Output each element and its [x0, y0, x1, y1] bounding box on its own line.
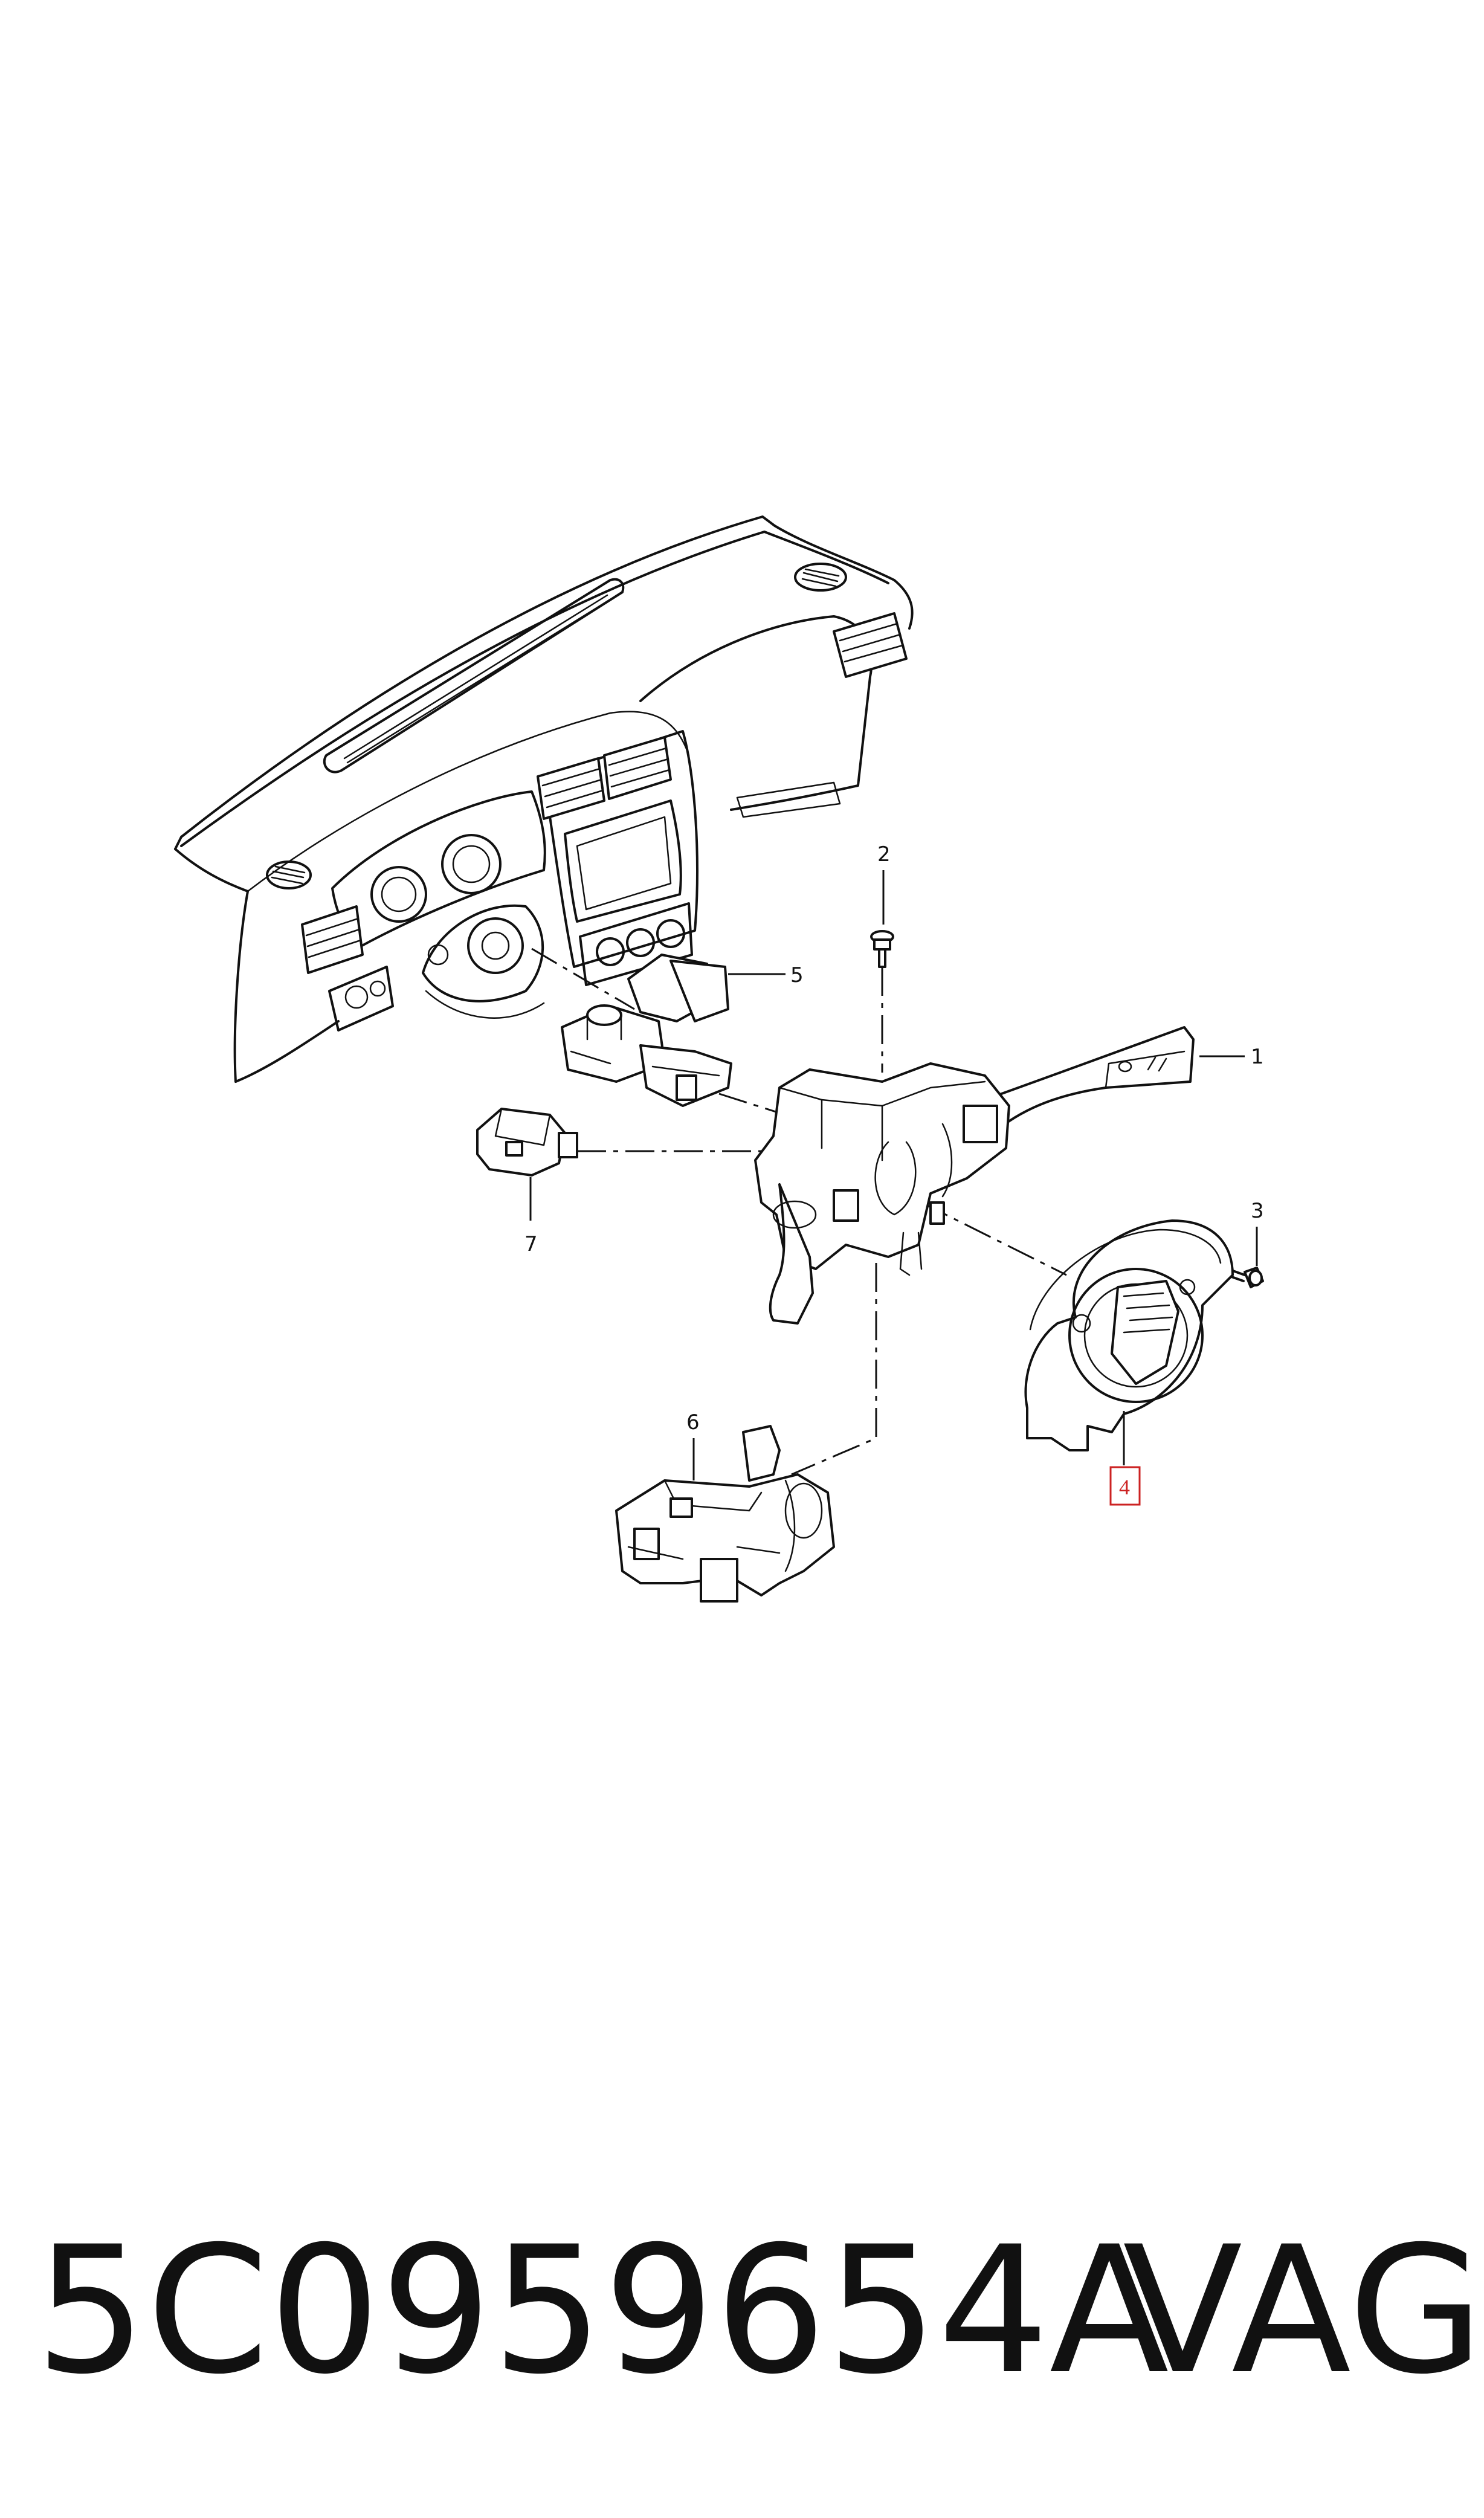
callout-1: 1: [1251, 1045, 1264, 1069]
dashboard-illustration: [174, 515, 914, 1083]
callout-3: 3: [1251, 1199, 1264, 1223]
part-7-switch: [476, 1108, 578, 1177]
callout-6: 6: [686, 1410, 700, 1435]
part-2-screw: [870, 930, 894, 968]
callout-2: 2: [877, 842, 891, 867]
callout-7: 7: [524, 1232, 538, 1256]
callout-4: 4: [1119, 1475, 1130, 1499]
part-number-label: 5C0959654A: [35, 2209, 1169, 2413]
part-1-combination-switch: [754, 1026, 1195, 1325]
part-3-bolt: [1225, 1267, 1264, 1288]
callout-5: 5: [790, 963, 804, 987]
brand-label: VAG: [1123, 2209, 1484, 2413]
callout-4-highlight-box: [1109, 1466, 1141, 1506]
part-5-bracket: [561, 954, 732, 1107]
callouts: 1 2 3 4 5 6 7: [524, 842, 1264, 1506]
part-6-ignition-housing: [615, 1425, 835, 1603]
assembly-lines: [531, 947, 1067, 1476]
part-4-clock-spring: [1024, 1219, 1234, 1451]
